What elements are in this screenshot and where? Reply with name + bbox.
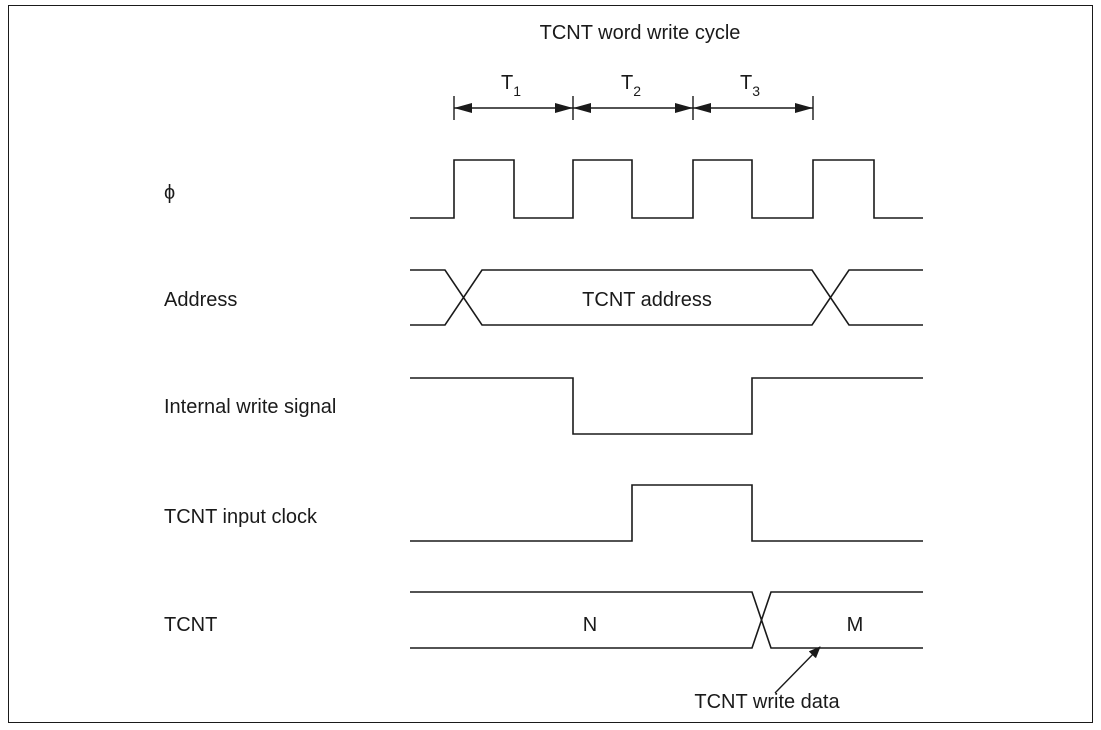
arrowhead (573, 103, 591, 113)
address-waveform (410, 269, 923, 326)
diagram-title: TCNT word write cycle (540, 22, 741, 44)
period-label-t2: T2 (621, 72, 641, 99)
signal-label-address: Address (164, 289, 237, 311)
period-label-t3: T3 (740, 72, 760, 99)
tcnt-value-after: M (847, 614, 864, 636)
phi-waveform (410, 159, 923, 219)
signal-label-tcnt: TCNT (164, 614, 217, 636)
diagram-frame (8, 5, 1093, 723)
period-label-t1: T1 (501, 72, 521, 99)
annotation-arrow (774, 646, 821, 694)
write-signal-waveform (410, 377, 923, 435)
arrowhead (693, 103, 711, 113)
arrowhead (454, 103, 472, 113)
input-clock-waveform (410, 484, 923, 542)
arrowhead (795, 103, 813, 113)
period-markers: T1 T2 T3 (453, 72, 814, 120)
tcnt-value-before: N (583, 614, 597, 636)
address-value: TCNT address (582, 289, 712, 311)
signal-label-input-clock: TCNT input clock (164, 506, 318, 528)
arrowhead (675, 103, 693, 113)
tcnt-waveform (410, 591, 923, 649)
signal-label-write-signal: Internal write signal (164, 396, 336, 418)
signal-label-phi: ϕ (164, 182, 175, 204)
arrowhead (555, 103, 573, 113)
annotation-label: TCNT write data (694, 691, 840, 713)
